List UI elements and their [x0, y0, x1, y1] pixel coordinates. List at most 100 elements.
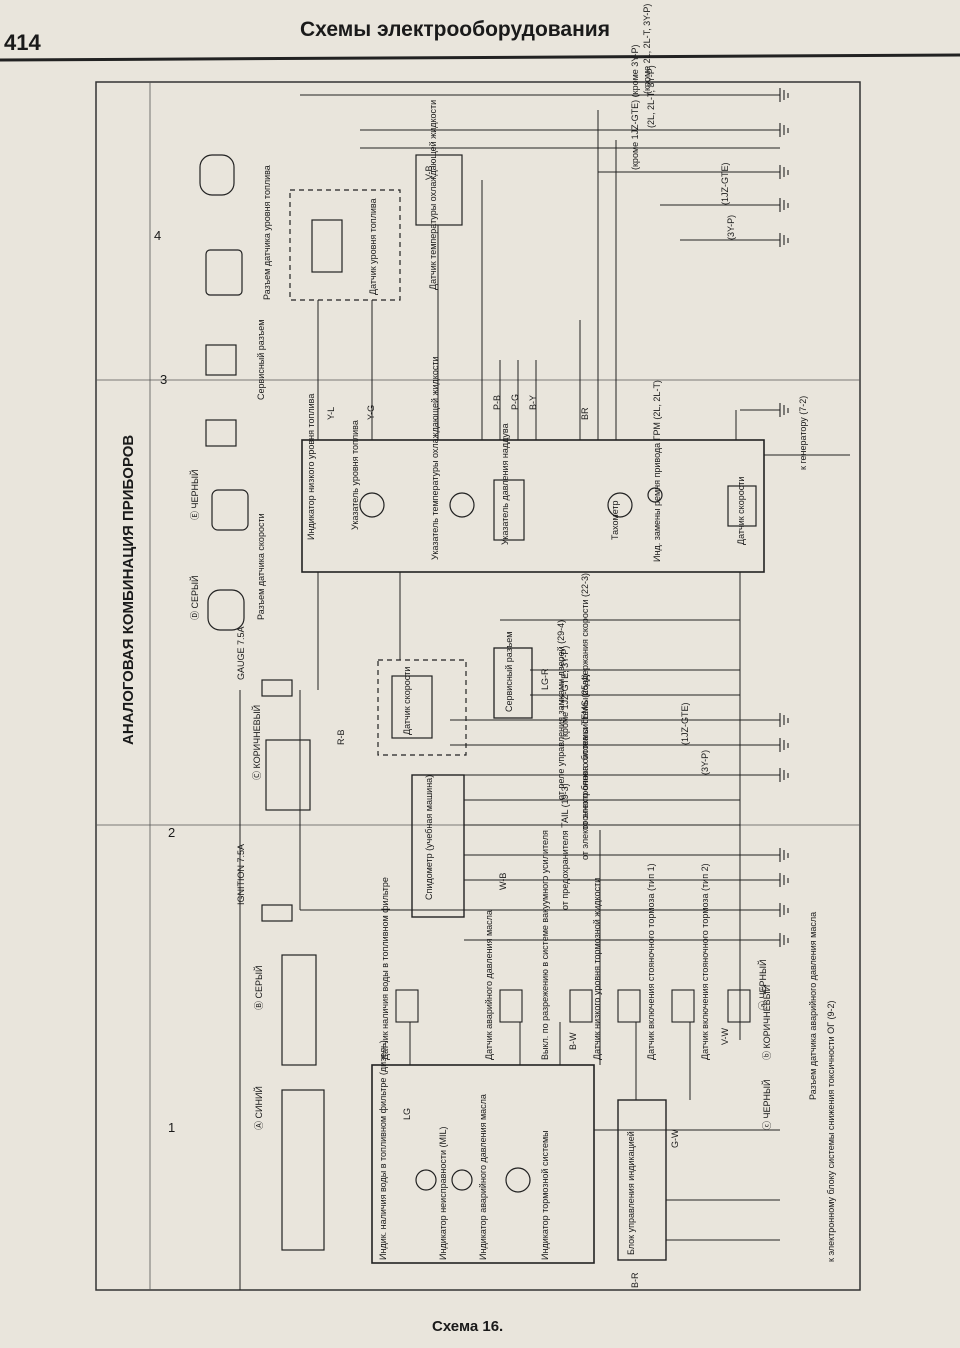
connector-brown2-label: ⓑ КОРИЧНЕВЫЙ: [762, 984, 772, 1060]
tachometer-symbol: [607, 492, 633, 518]
service-connector-e: [205, 344, 237, 376]
destination-label: к генератору (7-2): [798, 395, 808, 470]
parking-brake2-label: Датчик включения стояночного тормоза (ти…: [700, 863, 710, 1060]
speed-sensor-label: Датчик скорости: [736, 476, 746, 545]
wire-code: B-Y: [528, 394, 538, 410]
coolant-sensor-label: Датчик температуры охлаждающей жидкости: [428, 99, 438, 290]
speedometer-label: Спидометр (учебная машина): [424, 774, 434, 900]
water-indicator-label: Индик. наличия воды в топливном фильтре …: [378, 1040, 388, 1260]
wire-code: W-B: [498, 872, 508, 890]
fault-indicator-label: Индикатор неисправности (MIL): [438, 1126, 448, 1260]
wire-code: P-G: [510, 393, 520, 410]
coolant-gauge-label: Указатель температуры охлаждающей жидкос…: [430, 356, 440, 560]
connector-gray-label: Ⓑ СЕРЫЙ: [254, 965, 264, 1010]
connector-black3-label: ⓒ ЧЕРНЫЙ: [762, 1079, 772, 1130]
destination-label: (1JZ-GTE): [680, 702, 690, 746]
wire-code: LG-R: [540, 668, 550, 690]
wire-code: V-B: [424, 165, 434, 180]
control-block-label: Блок управления индикацией: [626, 1131, 636, 1255]
speedometer-box: [411, 774, 465, 918]
parking-brake1-symbol: [671, 989, 695, 1023]
zone-number: 4: [154, 228, 162, 243]
coolant-sensor-box: [415, 154, 463, 226]
wire-code: G-W: [670, 1129, 680, 1149]
fuel-gauge-label: Указатель уровня топлива: [350, 420, 360, 530]
destination-label: (3Y-P): [700, 749, 710, 775]
brake-fluid-symbol: [617, 989, 641, 1023]
control-block-box: [617, 1099, 667, 1261]
service-box-label: Сервисный разъем: [504, 631, 514, 712]
brake-fluid-label: Датчик низкого уровня тормозной жидкости: [592, 877, 602, 1060]
belt-indicator-symbol: [647, 487, 663, 503]
vacuum-switch-symbol: [569, 989, 593, 1023]
destination-label: к электронному блоку системы снижения то…: [826, 1000, 836, 1262]
gauge-fuse-label: GAUGE 7.5A: [236, 626, 246, 680]
connector-blue-label: Ⓐ СИНИЙ: [254, 1086, 264, 1130]
oil-indicator-label: Индикатор аварийного давления масла: [478, 1094, 488, 1260]
destination-label: (1JZ-GTE): [720, 162, 730, 206]
blue-connector: [281, 1089, 325, 1251]
wire-code: P-B: [492, 394, 502, 410]
boost-gauge-label: Указатель давления наддува: [500, 423, 510, 545]
connector-gray2-label: Ⓓ СЕРЫЙ: [190, 575, 200, 620]
ground-symbols: [779, 88, 789, 947]
temp-gauge-symbol: [449, 492, 475, 518]
ignition-fuse: [261, 904, 293, 922]
gray-connector: [281, 954, 317, 1066]
fuel-connector-h: [205, 249, 243, 296]
zone-number: 1: [168, 1120, 176, 1135]
zone-number: 2: [168, 825, 176, 840]
wire-code: V-W: [720, 1028, 730, 1045]
water-sensor-label: Датчик наличия воды в топливном фильтре: [380, 877, 390, 1060]
ignition-fuse-label: IGNITION 7.5A: [236, 843, 246, 905]
tachometer-label: Тахометр: [610, 500, 620, 540]
page-title: Схемы электрооборудования: [300, 18, 610, 41]
service-connector-label: Сервисный разъем: [256, 319, 266, 400]
destination-label: (3Y-P): [726, 214, 736, 240]
vacuum-switch-label: Выкл. по разрежению в системе вакуумного…: [540, 830, 550, 1060]
fuel-sensor-element: [311, 219, 343, 273]
boost-gauge-box: [493, 479, 525, 541]
brown-connector: [265, 739, 311, 811]
connector-black-label: Ⓔ ЧЕРНЫЙ: [190, 469, 200, 520]
low-fuel-indicator-label: Индикатор низкого уровня топлива: [306, 393, 316, 540]
parking-brake1-label: Датчик включения стояночного тормоза (ти…: [646, 863, 656, 1060]
speed-sensor-inner: [391, 675, 433, 739]
service-connector-f: [205, 419, 237, 447]
connector-brown-label: Ⓒ КОРИЧНЕВЫЙ: [252, 704, 262, 780]
section-title: АНАЛОГОВАЯ КОМБИНАЦИЯ ПРИБОРОВ: [120, 434, 137, 745]
destination-label: от электронного блока системы TEMS (25-4…: [580, 673, 590, 860]
instrument-cluster-box: [301, 439, 765, 573]
fault-indicator-symbol: [415, 1169, 437, 1191]
wire-code: Y-G: [366, 404, 376, 420]
speed-sensor-box: [727, 485, 757, 527]
wire-code: B-R: [630, 1272, 640, 1289]
wire-code: BR: [580, 407, 590, 420]
fuel-connector-i: [199, 154, 235, 196]
fuel-sensor-box: [289, 189, 401, 301]
gray-speed-connector: [207, 589, 245, 631]
water-sensor-symbol: [395, 989, 419, 1023]
diagram-frame: [95, 81, 861, 1291]
speed-connector-label: Разъем датчика скорости: [256, 513, 266, 620]
belt-indicator-label: Инд. замены ремня привода ГРМ (2L, 2L-T): [652, 380, 662, 562]
figure-caption: Схема 16.: [432, 1318, 504, 1335]
destination-label: от предохранителя TAIL (19-3): [560, 783, 570, 910]
oil-sensor-label: Датчик аварийного давления масла: [484, 910, 494, 1060]
fuel-gauge-symbol: [359, 492, 385, 518]
brake-indicator-label: Индикатор тормозной системы: [540, 1130, 550, 1260]
indicator-block: [371, 1064, 595, 1264]
zone-number: 3: [160, 372, 168, 387]
wire-code: Y-L: [326, 406, 336, 420]
wire-code: B-W: [568, 1032, 578, 1051]
oil-indicator-symbol: [451, 1169, 473, 1191]
brake-indicator-symbol: [505, 1167, 531, 1193]
page-number: 414: [4, 30, 41, 55]
destination-label: (кроме 1JZ-GTE) (кроме 3Y-P): [630, 44, 640, 170]
wire-bundle: [239, 94, 850, 1290]
parking-brake2-symbol: [727, 989, 751, 1023]
speed-sensor-box-label: Датчик скорости: [402, 666, 412, 735]
destination-label: (2L, 2L-T, 3Y-P): [646, 65, 656, 128]
black-speed-connector: [211, 489, 249, 531]
